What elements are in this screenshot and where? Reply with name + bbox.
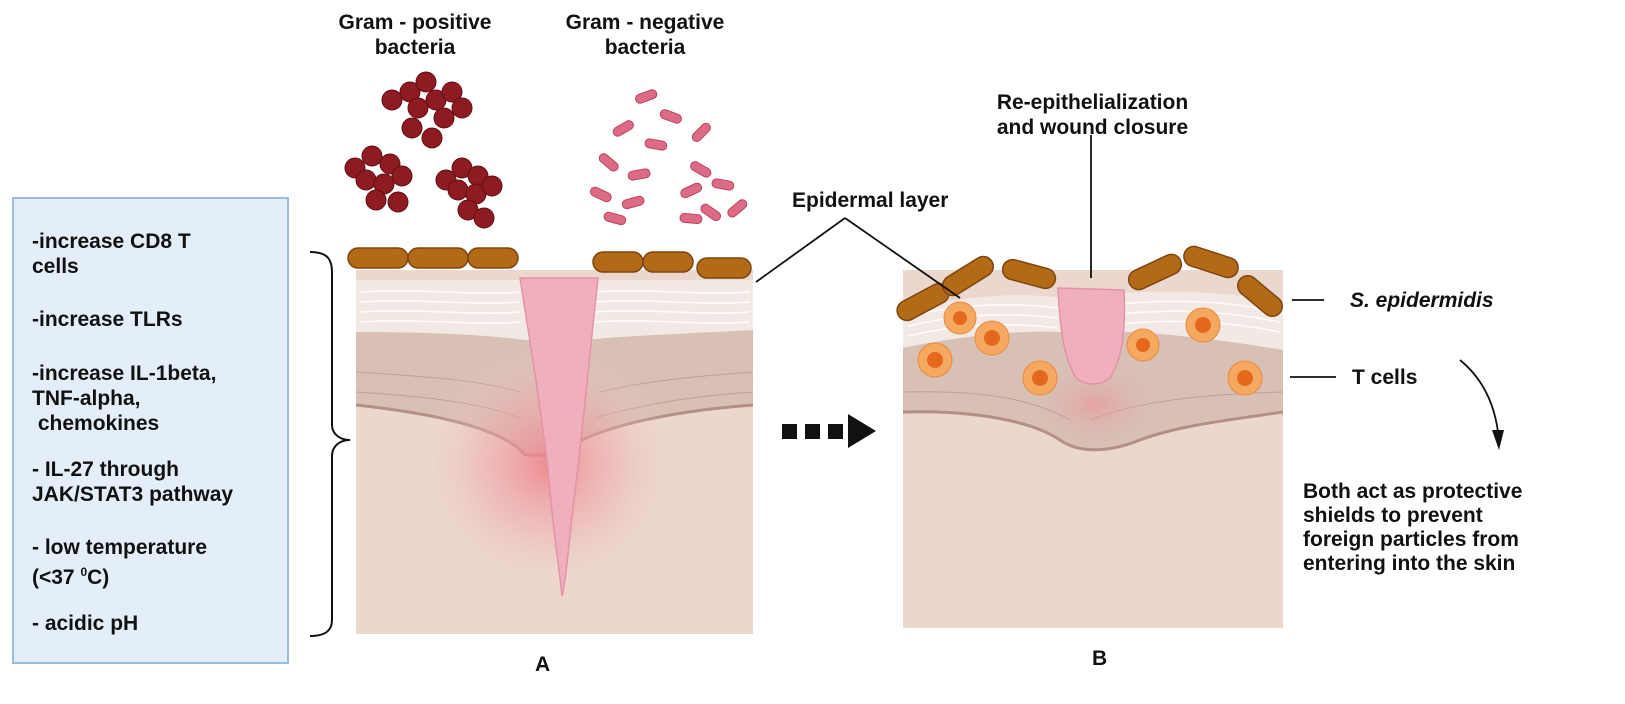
gram-negative-rod [635,89,658,104]
gram-positive-coccus [447,179,469,201]
arrow-dash [805,424,820,439]
factor-cd8-text: -increase CD8 T cells [32,230,191,278]
panel-a-label: A [535,653,551,676]
epidermal-leader-b [844,217,961,299]
factor-ph: - acidic pH [32,611,138,636]
temperature-superscript: 0 [80,565,88,579]
t-cell-nucleus [1237,370,1253,386]
gram-negative-rod [680,182,703,199]
t-cells [917,301,1263,396]
gram-negative-rod [659,109,682,124]
t-cell-nucleus [1032,370,1048,386]
skin-panel-a [347,247,753,634]
s-epidermidis-cell [642,251,694,273]
t-cell-nucleus [927,352,943,368]
gram-positive-coccus [381,89,403,111]
gram-negative-rod [690,161,712,178]
gram-positive-coccus [361,145,383,167]
factor-il27-text: - IL-27 through JAK/STAT3 pathway [32,458,234,506]
gram-negative-rod [691,122,711,142]
gram-positive-coccus [355,169,377,191]
reepithelialization-label: Re-epithelialization and wound closure [996,91,1189,139]
arrow-head [848,414,876,448]
s-epidermidis-cell [696,257,752,279]
gram-positive-coccus [473,207,495,229]
conclusion-text: Both act as protective shields to preven… [1303,480,1523,575]
t-cell-nucleus [984,330,1000,346]
gram-negative-bacteria [589,89,748,226]
factors-box: -increase CD8 T cells -increase TLRs -in… [12,197,289,664]
s-epidermidis-cell [592,251,644,273]
gram-negative-rod [612,120,634,137]
gram-negative-rod [679,212,703,225]
gram-positive-coccus [433,107,455,129]
t-cell-nucleus [1136,338,1150,352]
gram-positive-coccus [421,127,443,149]
gram-negative-rod [700,203,722,222]
s-epidermidis-cell [407,247,469,269]
progression-arrow [782,414,876,448]
s-epidermidis-row-b [896,245,1284,322]
gram-negative-rod [621,195,645,210]
s-epidermidis-cell [467,247,519,269]
wound-b [1057,287,1126,385]
factor-temperature-text: - low temperature (<37 [32,536,208,589]
panel-b-label: B [1092,647,1108,670]
gram-positive-coccus [451,97,473,119]
s-epidermidis-cell [1236,274,1284,318]
arrow-dash [782,424,797,439]
epidermal-leader-a [755,217,846,283]
factor-cd8: -increase CD8 T cells [32,229,191,279]
gram-positive-label: Gram - positive bacteria [338,11,492,59]
gram-negative-rod [598,153,619,172]
wound-a [519,277,599,597]
factor-tlrs: -increase TLRs [32,307,183,332]
gram-positive-coccus [365,189,387,211]
s-epidermidis-cell [1001,258,1057,290]
conclusion-arrow-line [1459,359,1499,433]
gram-negative-rod [589,186,612,203]
epidermal-layer-label: Epidermal layer [792,189,949,212]
arrow-dash [828,424,843,439]
gram-positive-coccus [441,81,463,103]
healing-glow [1025,360,1165,450]
factor-cytokines: -increase IL-1beta, TNF-alpha, chemokine… [32,361,216,436]
s-epidermidis-label: S. epidermidis [1350,289,1494,312]
gram-negative-rod [644,138,668,151]
factor-cytokines-text: -increase IL-1beta, TNF-alpha, chemokine… [32,362,217,435]
s-epidermidis-cell [347,247,409,269]
conclusion-arrow-head [1492,430,1504,450]
leader-lines [755,135,1336,378]
gram-negative-rod [711,178,735,191]
t-cells-label: T cells [1352,366,1418,389]
gram-negative-rod [727,199,748,218]
s-epidermidis-row-a [347,247,752,279]
gram-positive-coccus [415,71,437,93]
s-epidermidis-cell [1127,253,1183,291]
gram-positive-coccus [407,97,429,119]
gram-positive-coccus [387,191,409,213]
skin-panel-b [896,245,1284,628]
factor-ph-text: - acidic pH [32,612,139,635]
factor-il27: - IL-27 through JAK/STAT3 pathway [32,457,233,507]
gram-positive-coccus [391,165,413,187]
keratin-lines-a [359,290,751,324]
factor-temperature: - low temperature (<37 0C) [32,535,207,590]
conclusion-arrow [1459,359,1504,450]
gram-positive-coccus [481,175,503,197]
s-epidermidis-cell [941,255,995,297]
s-epidermidis-cell [1183,245,1239,279]
factors-bracket [309,251,351,637]
gram-negative-rod [603,211,627,226]
gram-positive-bacteria [344,71,503,229]
gram-negative-label: Gram - negative bacteria [565,11,725,59]
t-cell-nucleus [953,311,967,325]
factor-tlrs-text: -increase TLRs [32,308,183,331]
gram-negative-rod [627,168,651,181]
temperature-unit: C) [87,566,110,589]
t-cell-nucleus [1195,317,1211,333]
gram-positive-coccus [401,117,423,139]
